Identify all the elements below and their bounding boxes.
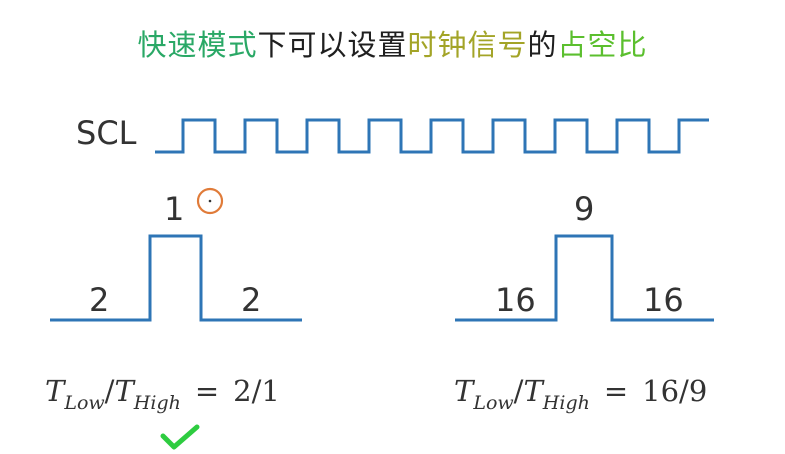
title-part-can-set: 下可以设置 <box>257 28 408 62</box>
page-title: 快速模式下可以设置时钟信号的占空比 <box>0 22 785 64</box>
title-part-clock-signal: 时钟信号 <box>407 28 528 62</box>
left-low-right-label: 2 <box>241 281 262 319</box>
right-pulse-waveform <box>455 234 714 322</box>
title-part-fast-mode: 快速模式 <box>137 28 258 62</box>
scl-label: SCL <box>76 114 137 152</box>
right-high-label: 9 <box>574 190 595 228</box>
right-formula-sub-high: High <box>542 392 590 414</box>
left-pulse-waveform <box>50 234 302 322</box>
right-formula-t-high: T <box>523 374 543 408</box>
left-formula-value: 2/1 <box>233 374 280 408</box>
right-ratio-formula: TLow/THigh=16/9 <box>454 374 707 414</box>
right-formula-sub-low: Low <box>473 392 514 414</box>
scl-waveform <box>155 118 709 154</box>
title-part-duty-cycle: 占空比 <box>557 28 648 62</box>
right-formula-equals: = <box>603 374 629 408</box>
left-formula-sub-low: Low <box>64 392 105 414</box>
left-formula-sub-high: High <box>133 392 181 414</box>
left-formula-t-high: T <box>114 374 134 408</box>
right-formula-value: 16/9 <box>642 374 708 408</box>
left-formula-equals: = <box>194 374 220 408</box>
cursor-circle-icon <box>196 187 224 215</box>
right-formula-t-low: T <box>454 374 474 408</box>
right-formula-slash: / <box>513 374 524 408</box>
right-low-left-label: 16 <box>495 281 536 319</box>
left-low-left-label: 2 <box>89 281 110 319</box>
check-icon <box>160 424 200 450</box>
left-formula-slash: / <box>104 374 115 408</box>
left-high-label: 1 <box>164 190 185 228</box>
left-ratio-formula: TLow/THigh=2/1 <box>45 374 280 414</box>
left-formula-t-low: T <box>45 374 65 408</box>
right-low-right-label: 16 <box>643 281 684 319</box>
title-part-of: 的 <box>527 28 558 62</box>
